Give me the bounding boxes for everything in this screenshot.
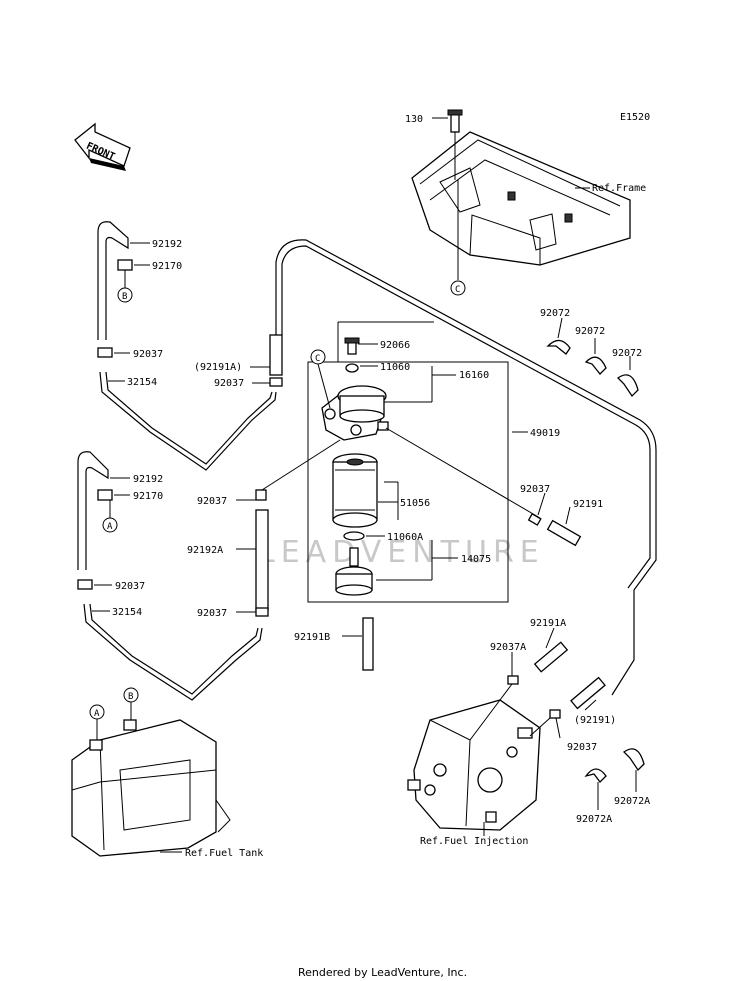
label-92037-mid: 92037 [197, 496, 227, 507]
label-92037-inj: 92037 [567, 742, 597, 753]
label-92192-top: 92192 [152, 239, 182, 250]
label-92037-low2: 92037 [197, 608, 227, 619]
ref-fuel-tank-label: Ref.Fuel Tank [185, 848, 263, 859]
upper-hose-assembly [97, 221, 283, 471]
label-51056: 51056 [400, 498, 430, 509]
label-92037A: 92037A [490, 642, 526, 653]
label-49019: 49019 [530, 428, 560, 439]
label-92170-top: 92170 [152, 261, 182, 272]
label-16160: 16160 [459, 370, 489, 381]
marker-b-top: B [122, 292, 127, 302]
clamp-92072-set [546, 339, 639, 398]
label-92191: 92191 [573, 499, 603, 510]
diagram-code: E1520 [620, 112, 650, 123]
label-32154-low: 32154 [112, 607, 142, 618]
clamp-92072A-set [584, 748, 645, 783]
marker-a-mid: A [107, 522, 113, 532]
ref-fuel-injection-label: Ref.Fuel Injection [420, 836, 528, 847]
label-92191B: 92191B [294, 632, 330, 643]
fuel-injection-pump-illustration [407, 699, 541, 831]
label-32154-top: 32154 [127, 377, 157, 388]
marker-a-tank: A [94, 709, 100, 719]
label-92072A-a: 92072A [576, 814, 612, 825]
label-92037-top: 92037 [133, 349, 163, 360]
label-92037-right: 92037 [520, 484, 550, 495]
label-92170-mid: 92170 [133, 491, 163, 502]
label-14075: 14075 [461, 554, 491, 565]
lower-hose-assembly [77, 451, 269, 701]
label-92066: 92066 [380, 340, 410, 351]
marker-c-filter: C [315, 354, 320, 364]
label-92192A: 92192A [187, 545, 223, 556]
ref-frame-label: Ref.Frame [592, 183, 646, 194]
label-92037-left: 92037 [214, 378, 244, 389]
front-arrow-icon: FRONT [74, 122, 131, 171]
label-92037-low: 92037 [115, 581, 145, 592]
frame-illustration [411, 109, 631, 266]
label-92072-b: 92072 [575, 326, 605, 337]
watermark: LEADVENTURE [258, 535, 545, 570]
label-92072-c: 92072 [612, 348, 642, 359]
fuel-filter-assembly [307, 321, 509, 671]
label-92191A-left: (92191A) [194, 362, 242, 373]
marker-c-top: C [455, 285, 460, 295]
footer-credit: Rendered by LeadVenture, Inc. [298, 966, 467, 979]
label-92191A-right: 92191A [530, 618, 566, 629]
label-92072-a: 92072 [540, 308, 570, 319]
label-92191-paren: (92191) [574, 715, 616, 726]
fuel-tank-illustration [71, 719, 231, 857]
label-11060A: 11060A [387, 532, 423, 543]
label-11060: 11060 [380, 362, 410, 373]
label-92192-mid: 92192 [133, 474, 163, 485]
label-130: 130 [405, 114, 423, 125]
label-92072A-b: 92072A [614, 796, 650, 807]
marker-b-tank: B [128, 692, 133, 702]
